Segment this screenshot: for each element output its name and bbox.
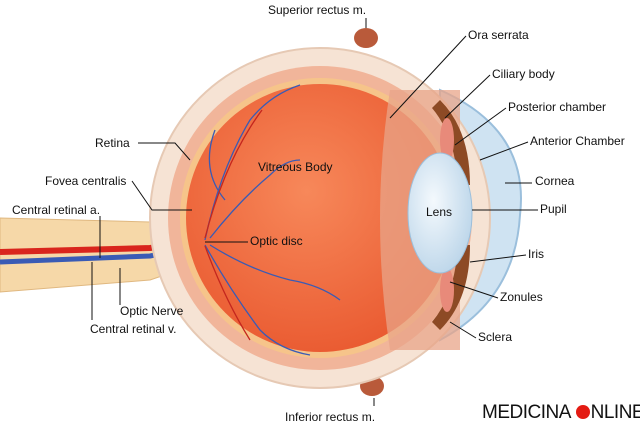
leader-lines [91, 18, 538, 406]
label-fovea-centralis: Fovea centralis [45, 174, 127, 188]
ciliary-body-upper [440, 118, 454, 162]
label-ora-serrata: Ora serrata [468, 28, 529, 42]
label-inferior-rectus: Inferior rectus m. [285, 410, 376, 424]
watermark-logo: MEDICINA NLINE [482, 402, 640, 424]
ciliary-body-lower [440, 268, 454, 312]
label-central-retinal-artery: Central retinal a. [12, 203, 101, 217]
label-vitreous-body: Vitreous Body [258, 160, 333, 174]
label-cornea: Cornea [535, 174, 575, 188]
retinal-vessels [204, 84, 341, 356]
watermark-text-2: NLINE [590, 402, 640, 423]
label-sclera: Sclera [478, 330, 513, 344]
watermark-text-1: MEDICINA [482, 402, 570, 423]
label-anterior-chamber: Anterior Chamber [530, 134, 625, 148]
label-central-retinal-vein: Central retinal v. [90, 322, 177, 336]
label-optic-nerve: Optic Nerve [120, 304, 184, 318]
label-lens: Lens [426, 205, 453, 219]
lens [407, 152, 473, 274]
label-posterior-chamber: Posterior chamber [508, 100, 607, 114]
label-zonules: Zonules [500, 290, 543, 304]
superior-rectus-muscle [354, 28, 378, 48]
label-optic-disc: Optic disc [250, 234, 303, 248]
label-superior-rectus: Superior rectus m. [268, 3, 367, 17]
label-retina: Retina [95, 136, 130, 150]
watermark-dot-icon [575, 405, 590, 419]
label-iris: Iris [528, 247, 544, 261]
label-pupil: Pupil [540, 202, 567, 216]
label-ciliary-body: Ciliary body [492, 67, 555, 81]
